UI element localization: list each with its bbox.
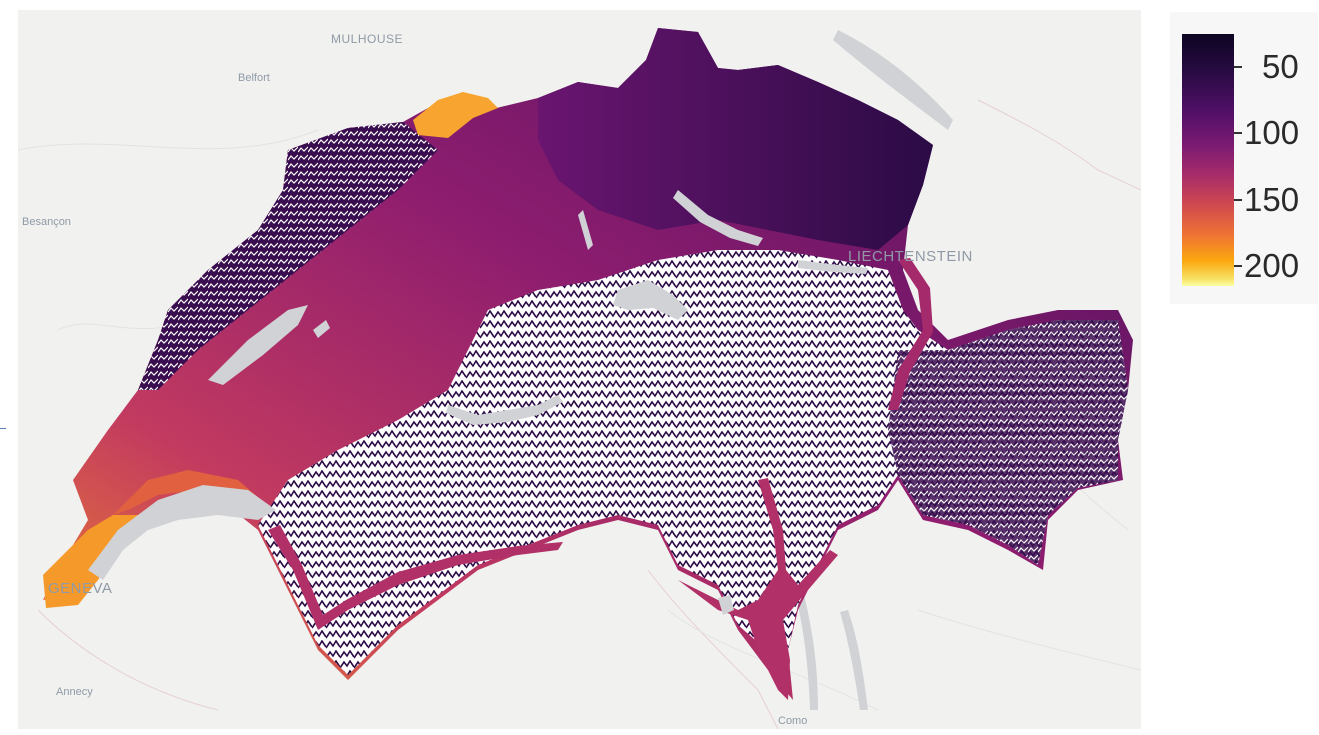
rhone-valley [268, 525, 563, 630]
colorbar-tick-mark [1234, 66, 1242, 69]
country-borders [37, 99, 1141, 729]
northeast-lowlands [538, 28, 933, 250]
colorbar-tick-label: 200 [1244, 247, 1300, 285]
lake-maggiore-north [718, 595, 734, 615]
road [917, 609, 1141, 671]
colorbar-legend: 50 100 150 200 [1170, 12, 1318, 304]
lake-neuchatel[interactable] [208, 305, 308, 385]
lake-biel [313, 320, 330, 338]
border-line [977, 99, 1141, 191]
lake-sempach [578, 210, 593, 250]
map-svg [18, 28, 1141, 729]
colorbar-gradient [1182, 34, 1234, 286]
jura-belt [138, 122, 438, 390]
colorbar-tick-label: 50 [1262, 48, 1299, 86]
label-como: Como [778, 715, 808, 727]
lake-geneva[interactable] [88, 485, 276, 580]
graubuenden-region [888, 320, 1128, 565]
lake-lugano-south [790, 570, 818, 710]
lake-geneva-shore [113, 470, 273, 515]
lake-lucerne[interactable] [613, 280, 688, 320]
label-geneva: GENEVA [48, 580, 113, 597]
border-line [37, 609, 219, 711]
lake-walen [798, 260, 868, 274]
border-line [647, 569, 779, 729]
lake-como [840, 610, 868, 710]
label-besancon: Besançon [22, 216, 71, 228]
ticino-valleys [678, 478, 838, 700]
road [18, 129, 319, 151]
label-belfort: Belfort [238, 72, 270, 84]
lake-constance [833, 30, 953, 130]
map-canvas[interactable]: MULHOUSE Belfort Besançon LIECHTENSTEIN … [18, 10, 1141, 729]
colorbar-tick-mark [1234, 198, 1242, 201]
lake-thun-brienz[interactable] [446, 395, 563, 425]
rhine-valley [888, 258, 933, 410]
colorbar-tick-label: 150 [1244, 180, 1300, 218]
label-annecy: Annecy [56, 686, 93, 698]
colorbar-tick-mark [1234, 265, 1242, 268]
edge-tick-mark [0, 428, 6, 429]
basel-area [413, 92, 498, 138]
label-mulhouse: MULHOUSE [331, 32, 404, 46]
lake-zurich[interactable] [673, 190, 763, 246]
colorbar-tick-label: 100 [1244, 114, 1300, 152]
label-liechtenstein: LIECHTENSTEIN [848, 248, 973, 265]
colorbar-tick-mark [1234, 132, 1242, 135]
